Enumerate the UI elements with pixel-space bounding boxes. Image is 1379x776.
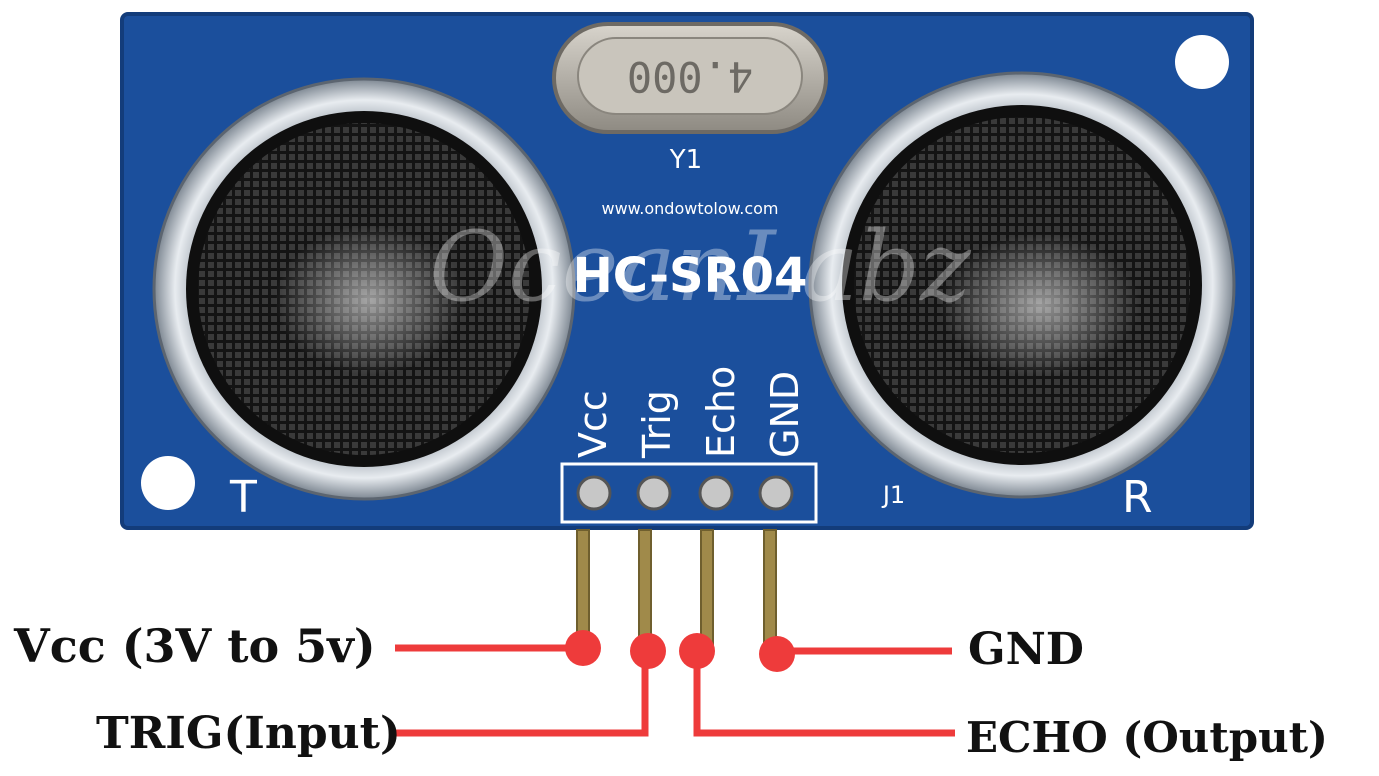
pin-label-gnd: GND	[763, 371, 807, 458]
receiver-label: R	[1122, 472, 1153, 523]
wires	[395, 644, 955, 737]
mount-hole-top-right	[1175, 35, 1229, 89]
wire-trig	[395, 648, 649, 737]
dot-gnd	[759, 636, 795, 672]
transmitter-transducer	[152, 77, 576, 501]
model-name: HC-SR04	[573, 248, 808, 304]
watermark: OceanLabz	[429, 211, 972, 323]
wire-echo	[693, 648, 955, 737]
callout-echo: ECHO (Output)	[966, 713, 1328, 762]
receiver-transducer	[808, 71, 1236, 499]
pin-header	[560, 462, 818, 524]
dot-trig	[630, 633, 666, 669]
crystal-marking: 4.000	[627, 52, 753, 101]
pin-label-trig: Trig	[635, 390, 679, 459]
dot-vcc	[565, 630, 601, 666]
transmitter-label: T	[229, 472, 257, 523]
mount-hole-bottom-left	[141, 456, 195, 510]
dot-echo	[679, 633, 715, 669]
board-url: www.ondowtolow.com	[601, 199, 778, 218]
pin-label-vcc: Vcc	[571, 390, 615, 458]
crystal-label: Y1	[669, 145, 702, 175]
pin-label-echo: Echo	[699, 366, 743, 458]
callout-trig: TRIG(Input)	[96, 708, 401, 759]
header-label: J1	[881, 481, 905, 509]
wire-dots	[565, 630, 795, 672]
header-pins	[576, 529, 777, 649]
callout-vcc: Vcc (3V to 5v)	[13, 619, 376, 673]
callout-gnd: GND	[968, 624, 1084, 675]
crystal-oscillator: 4.000	[552, 22, 828, 134]
